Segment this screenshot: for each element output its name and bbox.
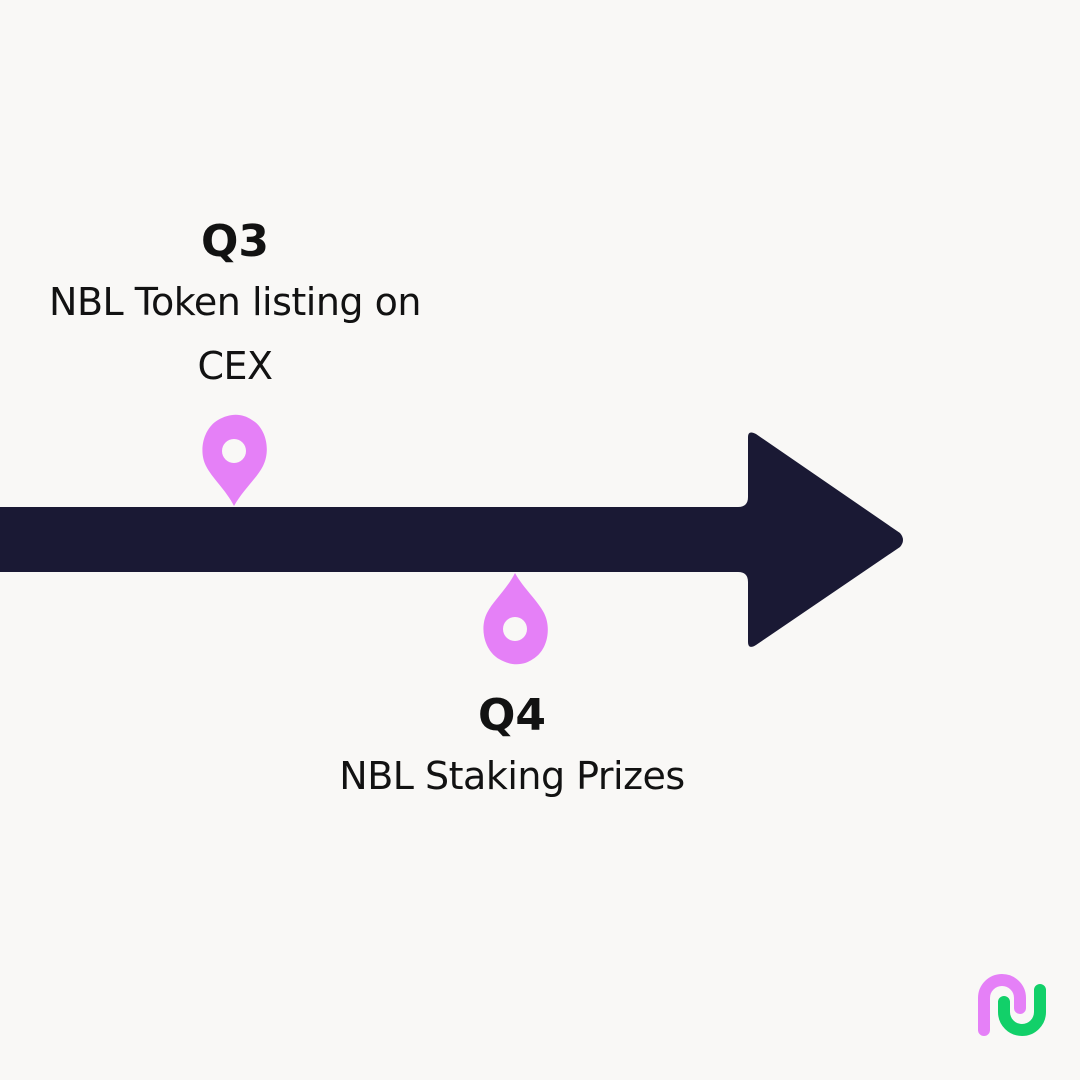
milestone-quarter: Q3 — [200, 216, 270, 267]
milestone-description: NBL Staking Prizes — [339, 754, 685, 798]
milestone-q3: Q3 NBL Token listing on CEX — [20, 214, 450, 398]
location-pin-icon — [483, 573, 548, 665]
milestone-q4: Q4 NBL Staking Prizes — [262, 688, 762, 808]
location-pin-icon — [202, 414, 267, 506]
milestone-description: NBL Token listing on CEX — [49, 280, 421, 388]
timeline-arrow — [0, 432, 903, 647]
milestone-quarter: Q4 — [477, 690, 547, 741]
nu-logo-icon — [978, 974, 1046, 1036]
